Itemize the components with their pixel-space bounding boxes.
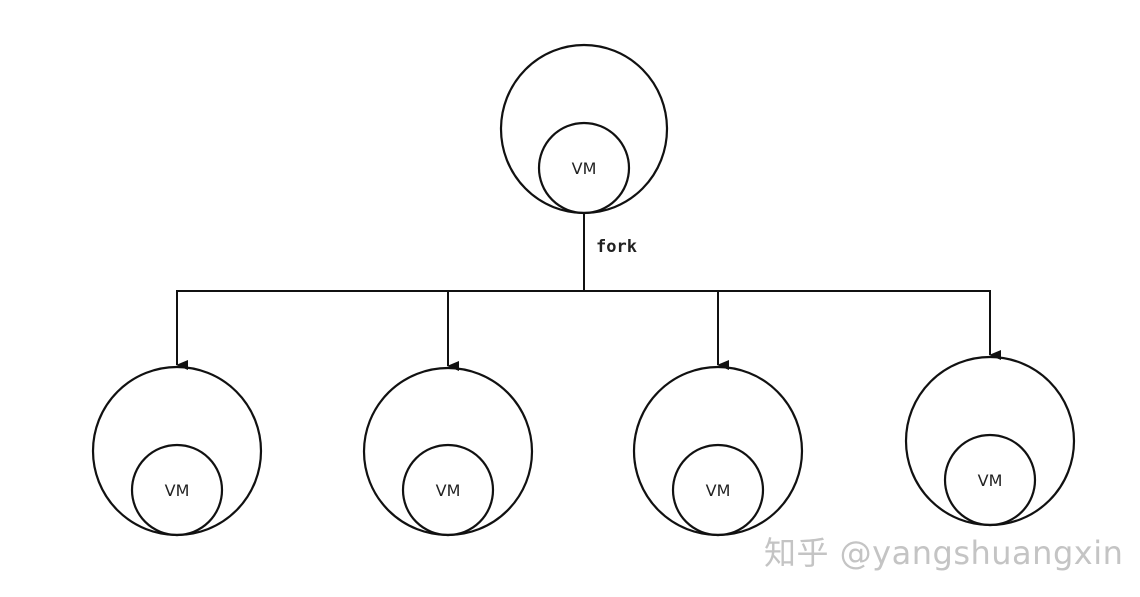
child-process-circle <box>632 365 804 537</box>
child-process-1: VM <box>91 291 263 537</box>
child-vm-label: VM <box>706 481 731 500</box>
child-process-3: VM <box>632 291 804 537</box>
child-vm-circle <box>130 443 224 537</box>
child-vm-circle <box>671 443 765 537</box>
child-vm-circle <box>943 433 1037 527</box>
child-process-circle <box>91 365 263 537</box>
child-process-4: VM <box>904 291 1076 527</box>
child-process-circle <box>904 355 1076 527</box>
child-vm-label: VM <box>436 481 461 500</box>
watermark: 知乎 @yangshuangxin <box>764 534 1124 572</box>
fork-label: fork <box>596 237 637 257</box>
child-process-2: VM <box>362 291 534 537</box>
child-vm-circle <box>401 443 495 537</box>
parent-process: VM <box>499 43 669 215</box>
child-vm-label: VM <box>978 471 1003 490</box>
child-vm-label: VM <box>165 481 190 500</box>
parent-vm-label: VM <box>572 159 597 178</box>
child-process-circle <box>362 366 534 537</box>
parent-process-circle <box>499 43 669 215</box>
